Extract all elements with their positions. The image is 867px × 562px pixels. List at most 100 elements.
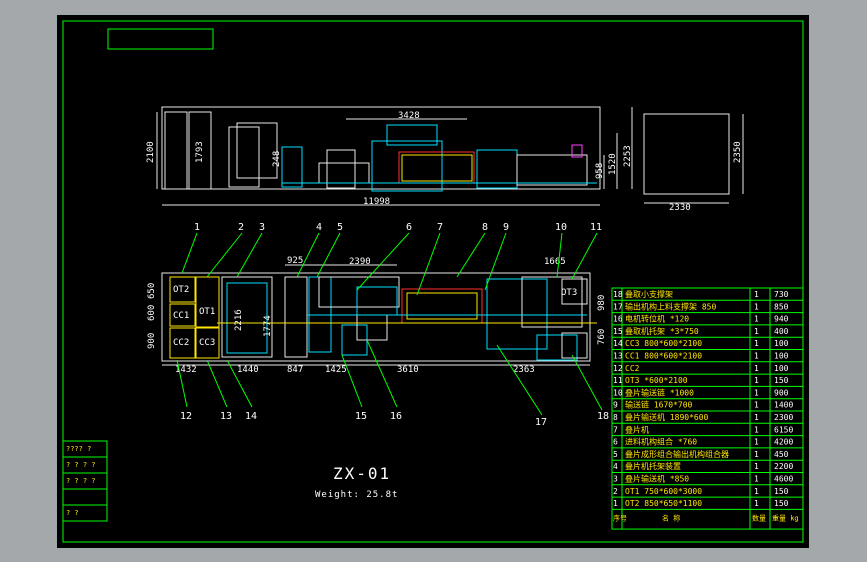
- plan-unit-7: [356, 286, 398, 316]
- cab-ot1: [195, 276, 220, 328]
- bom-header-name: 名 称: [662, 513, 680, 522]
- bom-name: OT2 850*650*1100: [625, 499, 702, 508]
- cab-cc2: [169, 327, 196, 359]
- bom-name: OT3 *600*2100: [625, 376, 688, 385]
- bom-no: 15: [613, 327, 623, 336]
- bom-wt: 100: [774, 352, 789, 361]
- bom-name: 叠片输送机 *850: [625, 474, 689, 484]
- bom-wt: 6150: [774, 425, 793, 434]
- revision-row-4: ? ?: [66, 509, 79, 517]
- bom-no: 17: [613, 302, 623, 311]
- bom-name: CC3 800*600*2100: [625, 339, 702, 348]
- side-cabinet-1: [164, 111, 188, 190]
- side-machine-g: [516, 154, 588, 186]
- bom-wt: 150: [774, 499, 789, 508]
- label-ot2: OT2: [173, 285, 189, 295]
- dim-760: 760: [597, 329, 607, 345]
- dim-248: 248: [272, 151, 282, 167]
- bom-name: 电机转位机 *120: [625, 314, 689, 324]
- dim-1432: 1432: [175, 365, 197, 375]
- bom-wt: 4200: [774, 438, 793, 447]
- dim-900: 900: [147, 333, 157, 349]
- side-frame: [161, 106, 601, 190]
- bom-qty: 1: [754, 339, 759, 348]
- balloon-11: 11: [590, 222, 602, 233]
- side-machine-b: [326, 149, 356, 189]
- label-ot3: OT3: [561, 288, 577, 298]
- plan-unit-4: [284, 276, 308, 358]
- bom-qty: 1: [754, 438, 759, 447]
- dim-980: 980: [597, 295, 607, 311]
- side-machine-f: [476, 149, 518, 189]
- balloon-18: 18: [597, 411, 609, 422]
- dim-1665: 1665: [544, 257, 566, 267]
- dim-2350: 2350: [733, 141, 743, 163]
- bom-no: 12: [613, 364, 623, 373]
- balloon-1: 1: [194, 222, 200, 233]
- bom-qty: 1: [754, 302, 759, 311]
- side-machine-main: [398, 151, 475, 184]
- balloon-15: 15: [355, 411, 367, 422]
- bom-wt: 400: [774, 327, 789, 336]
- revision-row-2: ? ? ? ?: [66, 461, 96, 469]
- bom-name: 进料机构组合 *760: [625, 437, 697, 447]
- bom-no: 2: [613, 487, 618, 496]
- bom-name: CC1 800*600*2100: [625, 352, 702, 361]
- bom-wt: 850: [774, 302, 789, 311]
- bom-qty: 1: [754, 475, 759, 484]
- balloon-10: 10: [555, 222, 567, 233]
- plan-unit-3b: [226, 282, 268, 354]
- side-machine-main-y: [401, 154, 473, 182]
- bom-wt: 900: [774, 388, 789, 397]
- bom-no: 13: [613, 352, 623, 361]
- revision-row-1: ???? ?: [66, 445, 91, 453]
- revision-table: ???? ? ? ? ? ? ? ? ? ? ? ?: [62, 440, 108, 522]
- plan-frame: [161, 272, 591, 362]
- balloon-6: 6: [406, 222, 412, 233]
- side-machine-i: [236, 122, 278, 179]
- drawing-title: ZX-01: [333, 464, 391, 483]
- bom-no: 5: [613, 450, 618, 459]
- side-machine-h: [571, 144, 583, 158]
- bom-name: 叠片成形组合输出机构组合器: [625, 449, 729, 459]
- bom-wt: 150: [774, 487, 789, 496]
- dim-3610: 3610: [397, 365, 419, 375]
- side-machine-a: [281, 146, 303, 188]
- bom-no: 9: [613, 401, 618, 410]
- plan-unit-6: [318, 276, 400, 308]
- plan-unit-3: [221, 276, 273, 358]
- bom-qty: 1: [754, 388, 759, 397]
- balloon-8: 8: [482, 222, 488, 233]
- label-cc2: CC2: [173, 338, 189, 348]
- side-machine-e: [386, 124, 438, 146]
- bom-wt: 940: [774, 315, 789, 324]
- dim-3428: 3428: [398, 111, 420, 121]
- bom-no: 3: [613, 475, 618, 484]
- bom-header-qty: 数量: [752, 513, 766, 522]
- bom-name: 叠片机: [625, 424, 649, 434]
- bom-no: 18: [613, 290, 623, 299]
- revision-row-3: ? ? ? ?: [66, 477, 96, 485]
- plan-unit-8: [401, 288, 483, 324]
- drawing-sheet: 3428 2100 1793 248 958 1520 2253 11998 2…: [56, 14, 810, 549]
- cad-drawing: 3428 2100 1793 248 958 1520 2253 11998 2…: [62, 20, 804, 543]
- bom-frame: [611, 287, 804, 530]
- cabinet-view: 2350 2330: [643, 113, 744, 213]
- bom-no: 7: [613, 425, 618, 434]
- dim-847: 847: [287, 365, 303, 375]
- balloon-2: 2: [238, 222, 244, 233]
- bom-qty: 1: [754, 352, 759, 361]
- balloon-7: 7: [437, 222, 443, 233]
- dim-2253: 2253: [623, 145, 633, 167]
- bom-wt: 1400: [774, 401, 793, 410]
- dim-600: 600: [147, 305, 157, 321]
- plan-view: OT2 OT1 CC1 CC2 CC3 OT3 925 2390 1665 65…: [147, 222, 609, 428]
- dim-650: 650: [147, 283, 157, 299]
- bom-name: 叠取小支撑架: [625, 289, 673, 299]
- bom-no: 4: [613, 462, 618, 471]
- cab-cc3: [195, 327, 220, 359]
- dim-1774: 1774: [263, 315, 273, 337]
- balloon-17: 17: [535, 417, 547, 428]
- balloon-9: 9: [503, 222, 509, 233]
- cab-cc1: [169, 303, 196, 327]
